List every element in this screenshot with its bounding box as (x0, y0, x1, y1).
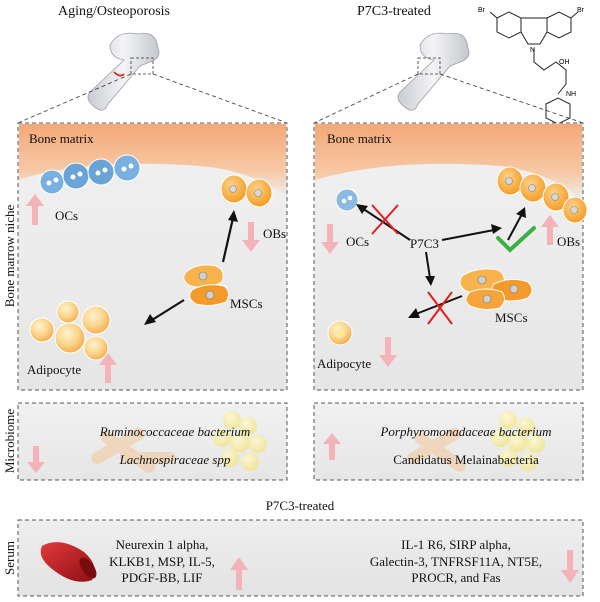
p7c3-to-ocs-arrow (356, 204, 411, 241)
serum-down-list: IL-1 R6, SIRP alpha, Galectin-3, TNFRSF1… (358, 537, 554, 587)
left-adipocyte-up-arrow (99, 353, 117, 383)
serum-panel (17, 519, 584, 597)
serum-up-list: Neurexin 1 alpha, KLKB1, MSP, IL-5, PDGF… (100, 537, 224, 587)
microbiome-right-line2: Candidatus Melainabacteria (393, 452, 539, 467)
right-bone-matrix (315, 124, 582, 200)
microbiome-left-line2: Lachnospiraceae spp (119, 452, 231, 467)
p7c3-label: P7C3 (410, 236, 439, 251)
serum-title: P7C3-treated (265, 498, 335, 513)
right-ocs-label: OCs (346, 234, 370, 249)
right-msc-to-adipocyte-arrow (408, 291, 463, 325)
left-rod-bacteria-icon (91, 428, 176, 473)
microbiome-right-up-arrow (323, 433, 341, 460)
microbiome-right-line1: Porphyromonadaceae bacterium (350, 424, 582, 440)
right-mscs-label: MSCs (495, 310, 528, 325)
check-icon (496, 226, 536, 253)
left-osteoclasts (39, 154, 141, 195)
right-adipocyte (327, 320, 353, 346)
serum-down-line: PROCR, and Fas (411, 570, 501, 585)
left-bone-matrix (19, 124, 286, 196)
right-cocci-bacteria-icon (491, 411, 545, 471)
p7c3-molecule-icon (489, 11, 579, 125)
left-mscs-label: MSCs (230, 296, 263, 311)
right-ocs-down-arrow (321, 224, 339, 254)
serum-up-line: KLKB1, MSP, IL-5, (109, 553, 215, 569)
left-bone-matrix-label: Bone matrix (29, 131, 94, 146)
molecule-nh: NH (566, 91, 576, 98)
left-msc-to-adipocyte-arrow (144, 299, 185, 325)
serum-down-arrow (561, 550, 579, 583)
molecule-n: N (530, 47, 535, 54)
serum-up-line: Neurexin 1 alpha, (115, 537, 209, 552)
p7c3-to-msc-arrow (425, 251, 435, 286)
blood-vessel-icon (40, 542, 97, 582)
right-obs-up-arrow (541, 215, 559, 245)
molecule-br-right: Br (577, 7, 585, 14)
right-osteoblasts (496, 166, 588, 224)
right-bone-icon (397, 32, 470, 111)
left-obs-label: OBs (263, 226, 287, 241)
left-title: Aging/Osteoporosis (58, 4, 170, 19)
left-obs-down-arrow (242, 222, 260, 252)
left-ocs-up-arrow (26, 194, 44, 225)
side-label-microbiome: Microbiome (2, 408, 17, 474)
serum-up-arrow (230, 557, 248, 590)
p7c3-to-obs-arrow (441, 207, 526, 241)
zoom-lines (17, 73, 584, 124)
right-bone-matrix-label: Bone matrix (327, 131, 392, 146)
left-mscs (183, 264, 230, 307)
right-adipocyte-down-arrow (379, 337, 397, 367)
left-adipocyte-label: Adipocyte (27, 362, 82, 377)
left-msc-to-ob-arrow (221, 210, 238, 263)
right-mscs (459, 268, 533, 311)
side-label-niche: Bone marrow niche (2, 204, 17, 308)
left-adipocytes (29, 300, 111, 361)
right-osteoclast (335, 188, 359, 212)
microbiome-left-down-arrow (27, 446, 45, 473)
right-obs-label: OBs (557, 234, 581, 249)
left-bone-icon (87, 32, 160, 111)
left-osteoblasts (220, 174, 273, 208)
serum-down-line: IL-1 R6, SIRP alpha, (401, 537, 511, 552)
side-label-serum: Serum (2, 541, 17, 575)
serum-up-line: PDGF-BB, LIF (121, 570, 203, 585)
serum-down-line: Galectin-3, TNFRSF11A, NT5E, (369, 553, 543, 569)
left-ocs-label: OCs (55, 208, 79, 223)
right-adipocyte-label: Adipocyte (317, 356, 372, 371)
molecule-oh: OH (559, 59, 570, 66)
right-title: P7C3-treated (357, 4, 431, 19)
left-cocci-bacteria-icon (213, 411, 267, 471)
molecule-br-left: Br (478, 7, 486, 14)
microbiome-right-line1-text: Porphyromonadaceae bacterium (380, 424, 552, 439)
microbiome-left-line1: Ruminococcaceae bacterium (99, 424, 251, 439)
right-rod-bacteria-icon (407, 428, 466, 472)
